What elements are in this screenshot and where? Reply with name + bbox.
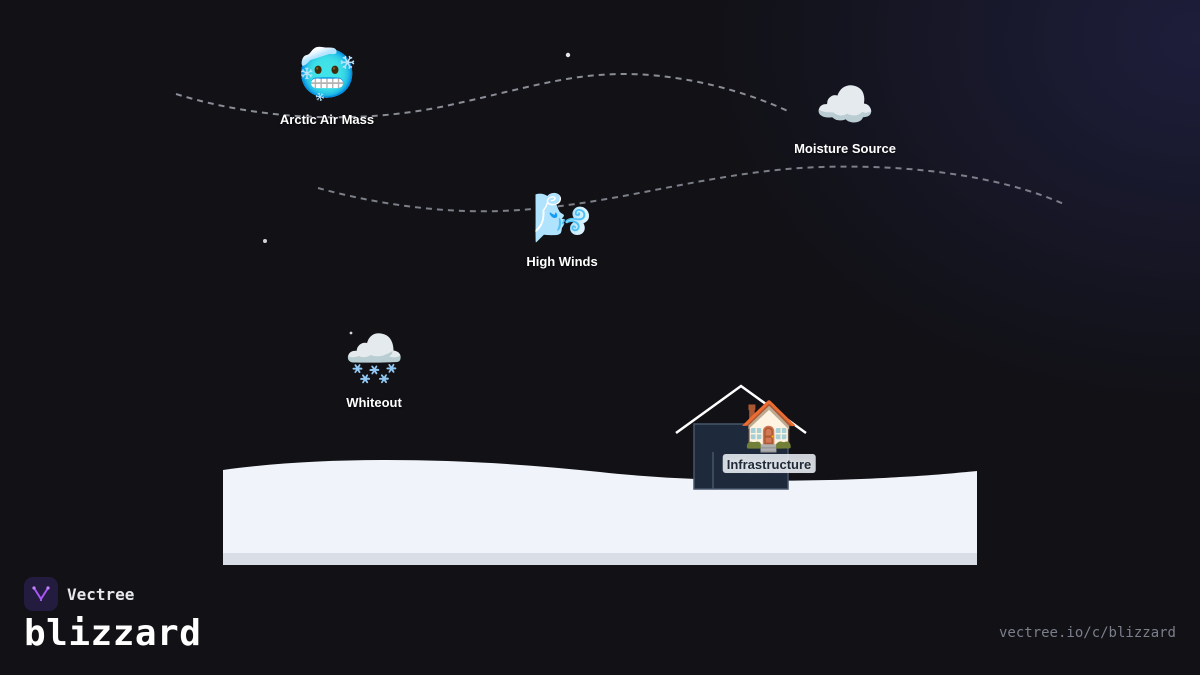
house-icon: 🏠 [739, 398, 799, 454]
brand-row: Vectree [24, 577, 201, 611]
source-url: vectree.io/c/blizzard [998, 625, 1176, 641]
cloud-icon: ☁️ [815, 77, 875, 133]
node-label: Whiteout [346, 395, 402, 410]
snowflake-dot [349, 331, 353, 335]
snow-ground [223, 460, 977, 565]
node-label-wrap: Infrastructure [722, 454, 816, 473]
node-moisture-source: ☁️ Moisture Source [794, 77, 896, 156]
node-label: Moisture Source [794, 141, 896, 156]
snowflake-dot [263, 239, 267, 243]
node-label: Infrastructure [726, 457, 812, 472]
node-high-winds: 🌬️ High Winds [526, 190, 597, 269]
house-roof [675, 384, 807, 435]
snow-cloud-icon: 🌨️ [344, 331, 404, 387]
node-arctic-air-mass: 🥶 Arctic Air Mass [280, 46, 374, 127]
snowflake-dot [565, 52, 571, 58]
freezing-face-icon: 🥶 [297, 46, 357, 102]
brand-block: Vectree blizzard [24, 577, 201, 654]
node-label: Arctic Air Mass [279, 112, 375, 127]
brand-name: Vectree [67, 584, 135, 604]
flow-line-lower [317, 165, 1067, 213]
page-title: blizzard [24, 613, 202, 654]
node-label: High Winds [526, 254, 598, 269]
node-whiteout: 🌨️ Whiteout [344, 331, 404, 410]
wind-face-icon: 🌬️ [532, 190, 592, 246]
snow-ground-shadow [223, 553, 977, 565]
flow-line-upper [175, 73, 791, 119]
node-infrastructure: 🏠 Infrastructure [722, 398, 816, 473]
vectree-logo-icon [24, 577, 58, 611]
